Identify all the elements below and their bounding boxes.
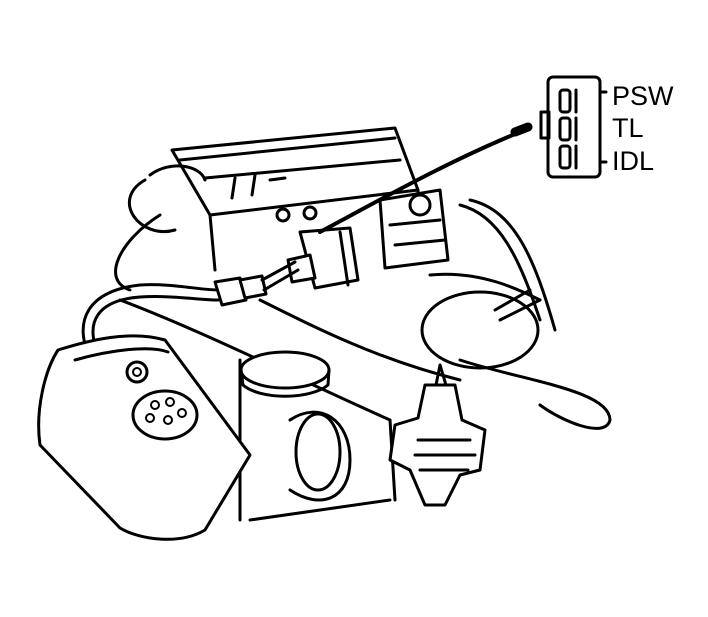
connector-detail <box>539 75 608 179</box>
tester-meter <box>37 334 252 541</box>
tester-cable <box>81 260 300 364</box>
throttle-position-sensor <box>286 226 360 290</box>
terminal-label-idl: IDL <box>612 146 654 176</box>
terminal-label-psw: PSW <box>612 81 674 111</box>
engine-block <box>114 126 612 522</box>
sensor-lead <box>318 128 527 234</box>
terminal-label-tl: TL <box>612 113 644 143</box>
